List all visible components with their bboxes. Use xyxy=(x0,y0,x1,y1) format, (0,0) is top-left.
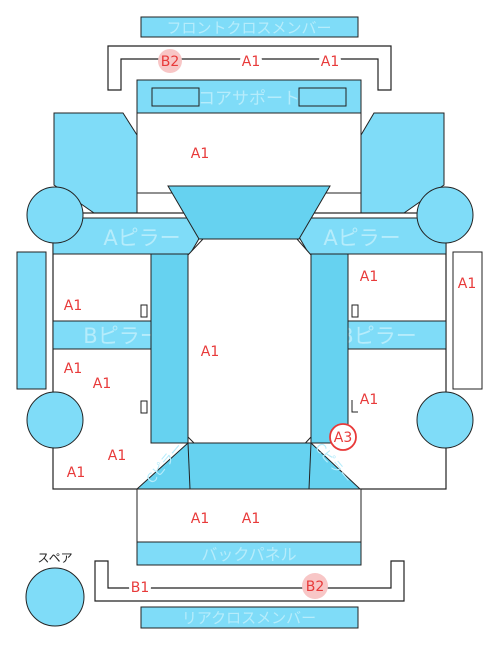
front-left-door-code: A1 xyxy=(64,298,82,314)
rear-left-quarter-code-2: A1 xyxy=(67,465,85,481)
rear-left-quarter-code-1: A1 xyxy=(108,448,126,464)
trunk-code-1: A1 xyxy=(191,511,209,527)
roof-code: A1 xyxy=(201,344,219,360)
hood-code: A1 xyxy=(191,146,209,162)
rear-left-door-handle xyxy=(140,400,148,414)
rear-right-door-code: A1 xyxy=(360,392,378,408)
rear-left-door-code-2: A1 xyxy=(93,376,111,392)
wheel-front-left xyxy=(26,186,84,244)
rear-b1-bg xyxy=(129,576,151,598)
core-support-right-slot xyxy=(298,87,347,107)
wheel-rear-right xyxy=(416,391,474,449)
c-pillar-left-edge xyxy=(187,442,191,490)
spare-tire xyxy=(25,567,85,627)
front-a1-1-code: A1 xyxy=(242,54,260,70)
wheel-rear-left xyxy=(26,391,84,449)
front-a1-2-code: A1 xyxy=(321,54,339,70)
b-pillar-right-label: Bピラー xyxy=(339,324,416,348)
left-side-panel xyxy=(16,251,47,390)
front-a1-2-bg xyxy=(319,50,341,72)
rear-b2-badge xyxy=(302,573,328,599)
front-left-door-handle xyxy=(140,304,148,318)
front-right-door-handle xyxy=(351,304,359,318)
trunk-area xyxy=(136,488,362,543)
rear-right-a3-ring xyxy=(329,423,357,451)
core-support-left-slot xyxy=(151,87,200,107)
rear-right-door-handle xyxy=(351,400,358,413)
right-outer-code: A1 xyxy=(458,276,476,292)
core-support-label: コアサポート xyxy=(198,89,300,109)
rear-left-door-code-1: A1 xyxy=(64,361,82,377)
rear-cross-member-label: リアクロスメンバー xyxy=(182,609,316,627)
back-panel-label: バックパネル xyxy=(201,545,296,564)
rear-cross-member xyxy=(140,606,359,629)
front-a1-1-bg xyxy=(240,50,262,72)
b-pillar-left-label: Bピラー xyxy=(83,324,160,348)
spare-label: スペア xyxy=(37,551,72,565)
front-b2-badge xyxy=(158,49,182,73)
front-cross-member-label: フロントクロスメンバー xyxy=(166,19,331,37)
wheel-front-right xyxy=(416,186,474,244)
rear-right-a3-code: A3 xyxy=(334,430,352,446)
rear-b1-code: B1 xyxy=(131,580,150,596)
roof-rail-right xyxy=(310,253,349,444)
a-pillar-right-label: Aピラー xyxy=(323,226,400,250)
roof-rail-left xyxy=(150,253,189,444)
right-side-panel xyxy=(452,251,483,390)
front-cross-member xyxy=(140,16,359,38)
back-panel xyxy=(136,541,362,566)
front-right-door-code: A1 xyxy=(360,269,378,285)
a-pillar-left xyxy=(52,217,201,255)
trunk-code-2: A1 xyxy=(242,511,260,527)
c-pillar-right-edge xyxy=(308,442,312,490)
windshield xyxy=(167,185,331,240)
a-pillar-right xyxy=(298,217,447,255)
front-b2-code: B2 xyxy=(161,54,180,70)
rear-b2-code: B2 xyxy=(306,579,325,595)
a-pillar-left-label: Aピラー xyxy=(103,226,180,250)
hood-area xyxy=(136,112,362,194)
